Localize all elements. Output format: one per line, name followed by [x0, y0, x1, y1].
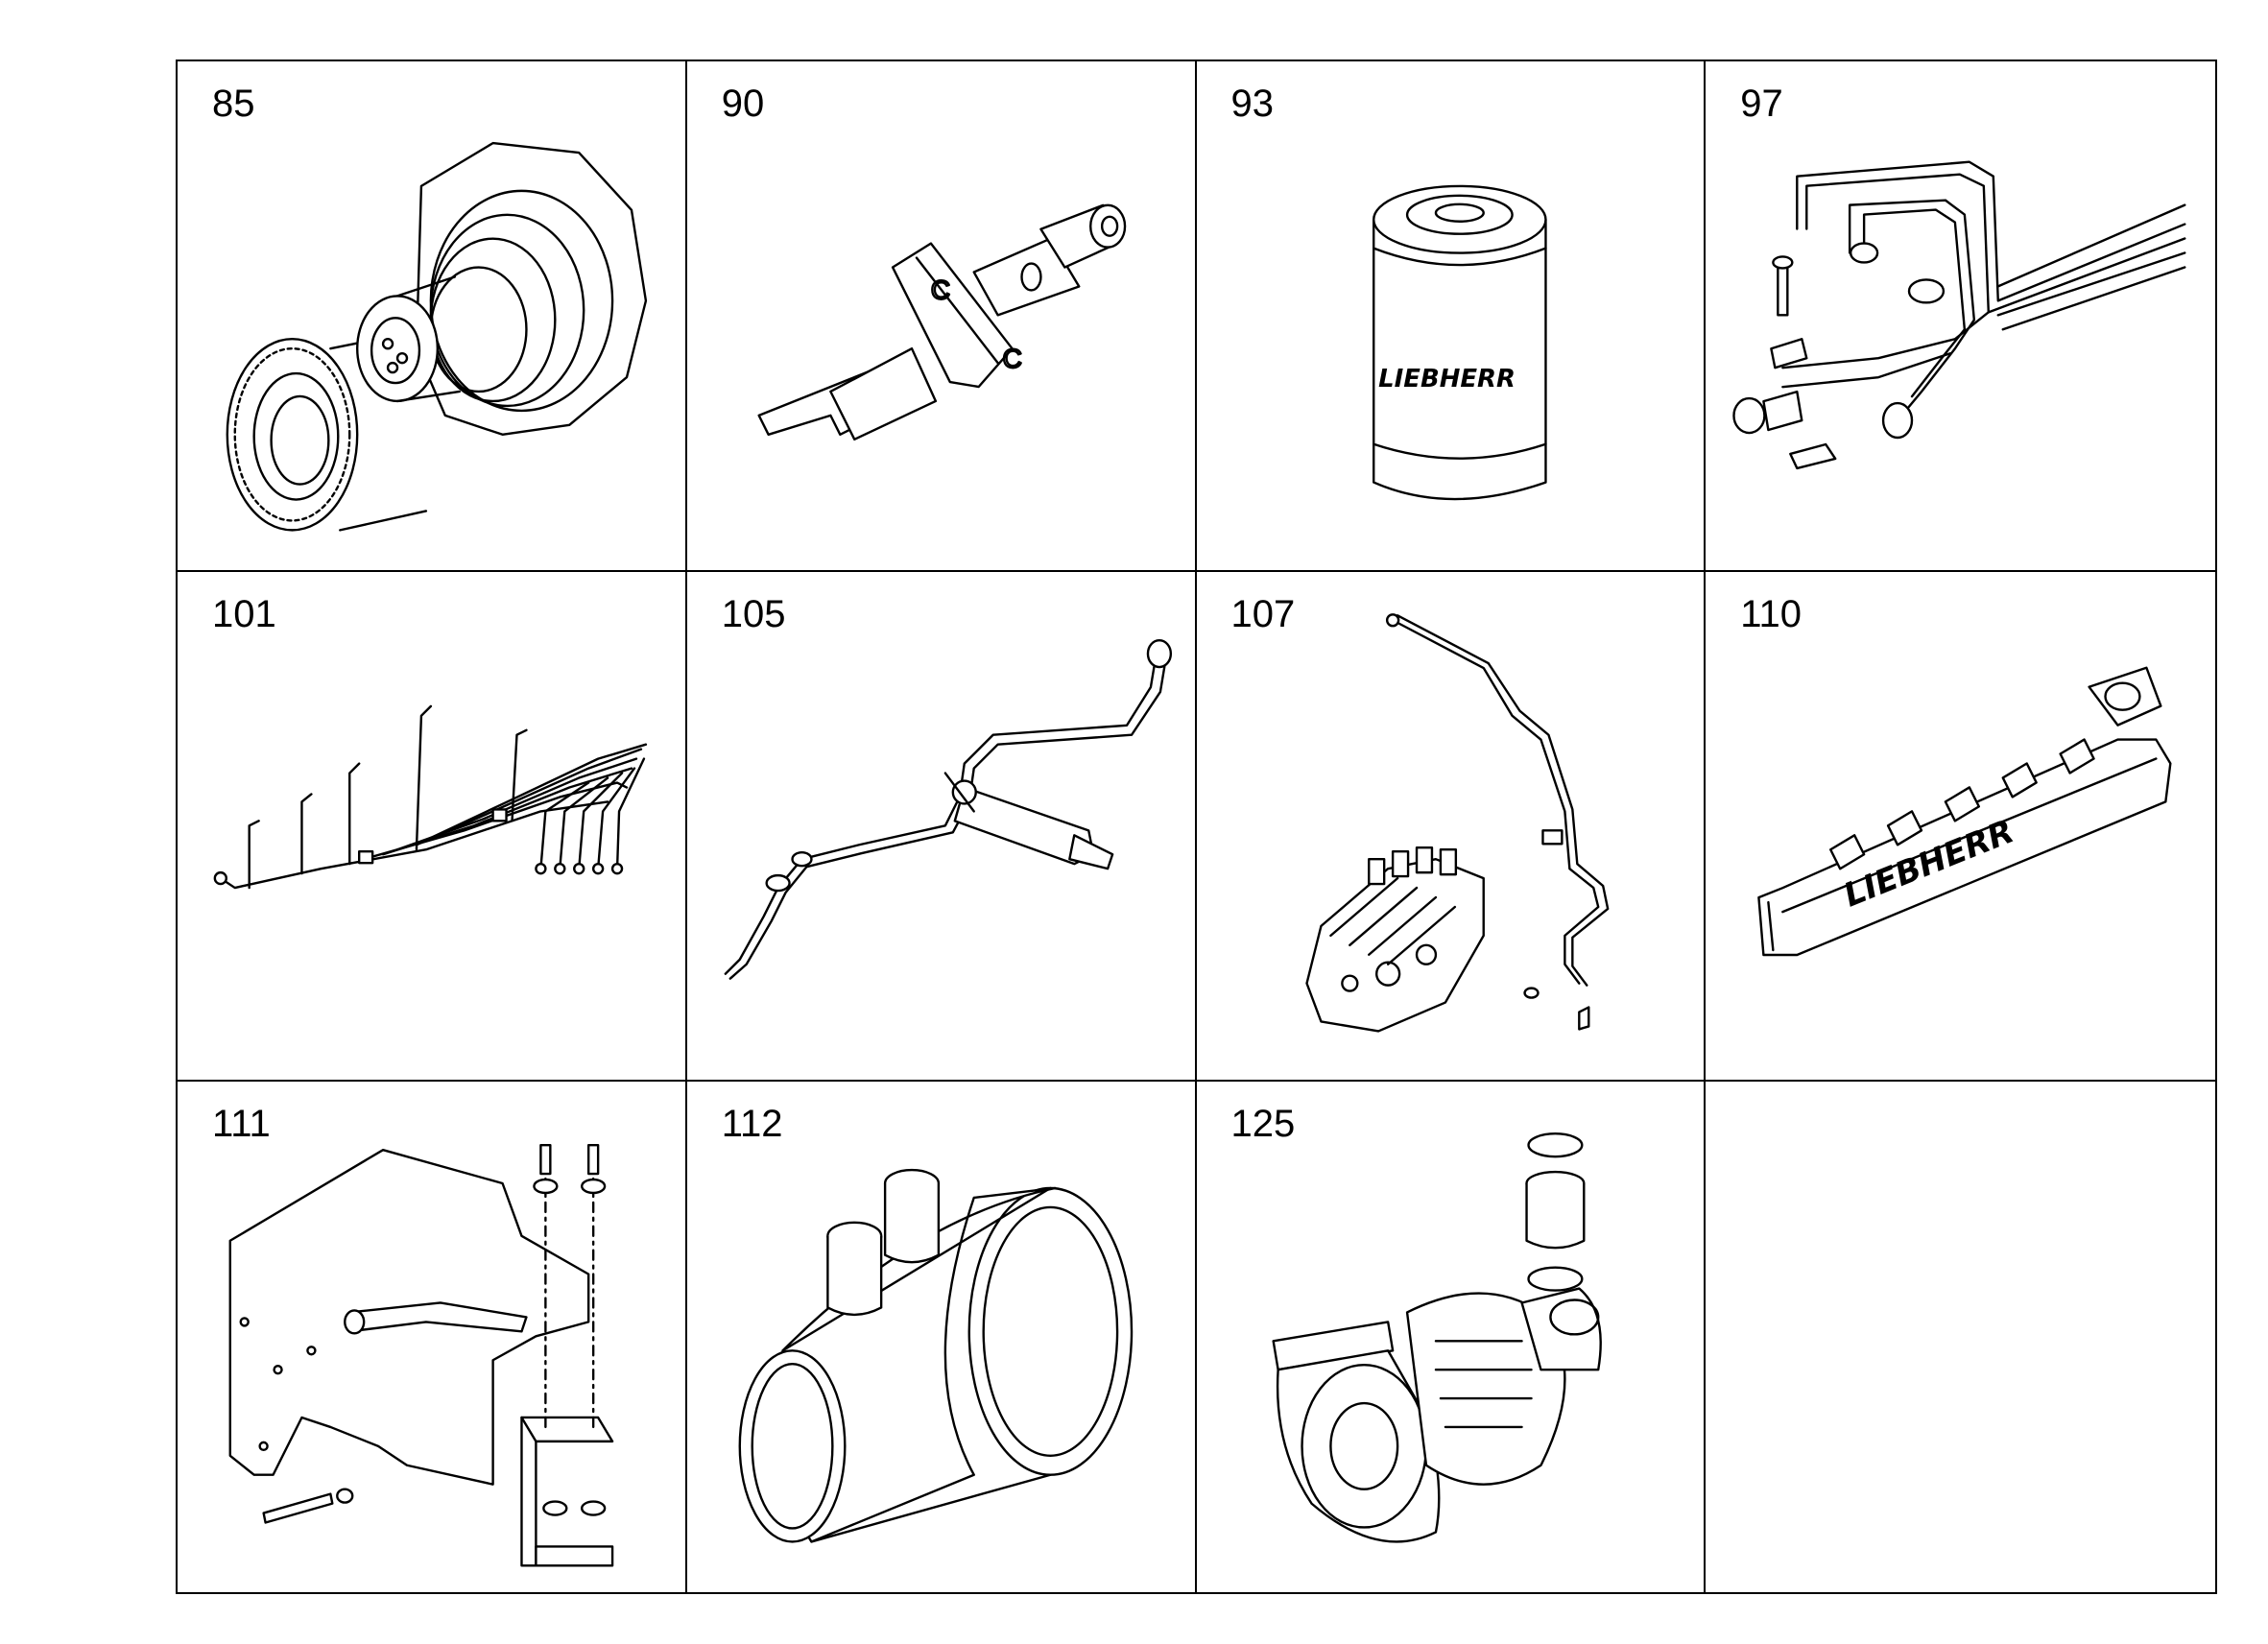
part-cell-empty — [1706, 1082, 2215, 1592]
gear-drive-icon — [226, 141, 648, 532]
injection-line-bundle-icon — [213, 704, 648, 889]
svg-text:C: C — [1002, 344, 1021, 373]
part-number: 111 — [212, 1103, 271, 1146]
injection-lines-icon — [1732, 160, 2186, 470]
part-cell-85[interactable]: 85 — [178, 61, 687, 572]
parts-grid: 85 90 C C — [176, 60, 2217, 1594]
part-cell-97[interactable]: 97 — [1706, 61, 2215, 572]
part-number: 97 — [1740, 83, 1783, 125]
part-cell-105[interactable]: 105 — [686, 571, 1197, 1083]
part-number: 105 — [721, 592, 786, 635]
svg-text:C: C — [931, 274, 950, 304]
part-number: 93 — [1230, 83, 1275, 125]
part-number: 125 — [1230, 1103, 1296, 1146]
injector-with-line-icon — [724, 638, 1172, 980]
part-number: 90 — [721, 83, 765, 125]
part-cell-90[interactable]: 90 C C — [686, 61, 1197, 572]
part-cell-111[interactable]: 111 — [178, 1082, 687, 1592]
part-cell-125[interactable]: 125 — [1197, 1082, 1707, 1592]
part-number: 107 — [1230, 592, 1296, 635]
exhaust-manifold-icon: LIEBHERR — [1757, 666, 2172, 956]
oil-filter-icon: LIEBHERR — [1372, 184, 1547, 501]
part-number: 85 — [212, 83, 255, 125]
part-number: 110 — [1740, 592, 1802, 635]
part-cell-93[interactable]: 93 LIEBHERR — [1196, 61, 1707, 572]
part-cell-110[interactable]: 110 LIEBHERR — [1706, 572, 2215, 1083]
bracket-icon — [228, 1144, 614, 1567]
filter-brand-label: LIEBHERR — [1378, 365, 1516, 393]
part-number: 112 — [721, 1103, 783, 1146]
pipe-elbow-icon — [738, 1169, 1133, 1543]
part-cell-112[interactable]: 112 — [687, 1082, 1197, 1592]
part-cell-101[interactable]: 101 — [178, 571, 687, 1083]
injector-icon: C C — [757, 203, 1127, 441]
injection-pump-icon — [1304, 612, 1609, 1033]
part-number: 101 — [212, 592, 276, 635]
turbocharger-icon — [1271, 1132, 1602, 1543]
part-cell-107[interactable]: 107 — [1196, 571, 1707, 1083]
